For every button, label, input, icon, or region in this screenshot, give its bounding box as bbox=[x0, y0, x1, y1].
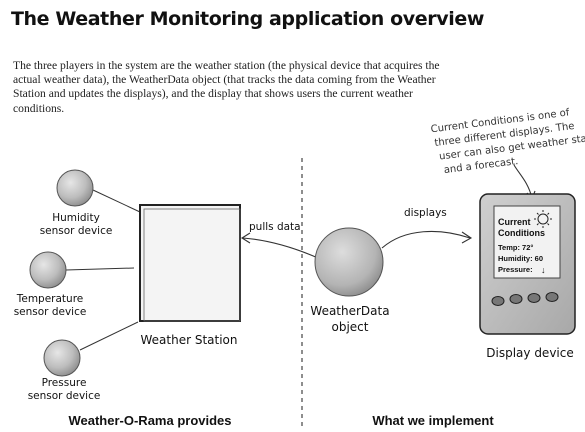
display-screen bbox=[493, 205, 561, 279]
temperature-connector bbox=[65, 267, 135, 271]
footer-right: What we implement bbox=[372, 413, 494, 428]
device-buttons bbox=[491, 292, 559, 306]
intro-paragraph: The three players in the system are the … bbox=[13, 59, 440, 115]
displays-arrow bbox=[381, 230, 471, 249]
weatherdata-label-1: WeatherData bbox=[310, 304, 389, 318]
screen-line-2: Conditions bbox=[498, 228, 545, 238]
page-title: The Weather Monitoring application overv… bbox=[11, 8, 484, 30]
weather-station-box bbox=[139, 204, 241, 322]
weatherdata-label-2: object bbox=[332, 320, 369, 334]
humidity-label-1: Humidity bbox=[52, 212, 100, 224]
annotation-note: Current Conditions is one of three diffe… bbox=[430, 107, 585, 176]
pressure-down-arrow-icon: ↓ bbox=[541, 265, 546, 275]
screen-temp: Temp: 72° bbox=[498, 243, 533, 252]
screen-line-1: Current bbox=[498, 217, 531, 227]
weather-station-shadow bbox=[143, 208, 241, 322]
pressure-label-1: Pressure bbox=[42, 377, 87, 389]
sun-icon bbox=[534, 210, 552, 228]
pressure-sensor-icon bbox=[43, 339, 81, 377]
displays-label: displays bbox=[404, 207, 447, 219]
screen-humidity: Humidity: 60 bbox=[498, 254, 543, 263]
display-device-label: Display device bbox=[486, 346, 573, 360]
device-button-3[interactable] bbox=[527, 293, 541, 303]
footer-left: Weather-O-Rama provides bbox=[68, 413, 231, 428]
pressure-label-2: sensor device bbox=[28, 390, 101, 402]
displays-arrowhead bbox=[461, 231, 473, 244]
pressure-connector bbox=[79, 321, 139, 351]
screen-pressure: Pressure: bbox=[498, 265, 533, 274]
device-button-2[interactable] bbox=[509, 294, 523, 304]
device-button-1[interactable] bbox=[491, 296, 505, 306]
pulls-data-arrow bbox=[242, 237, 319, 259]
humidity-sensor-icon bbox=[56, 169, 94, 207]
temperature-sensor-icon bbox=[29, 251, 67, 289]
pulls-data-label: pulls data bbox=[249, 221, 301, 233]
temperature-label-2: sensor device bbox=[14, 306, 87, 318]
device-button-4[interactable] bbox=[545, 292, 559, 302]
humidity-label-2: sensor device bbox=[40, 225, 113, 237]
weatherdata-object-icon bbox=[314, 227, 384, 297]
annotation-arrow bbox=[513, 164, 533, 199]
pulls-data-arrowhead bbox=[240, 232, 251, 244]
humidity-connector bbox=[92, 189, 141, 213]
temperature-label-1: Temperature bbox=[16, 293, 84, 305]
weather-station-label: Weather Station bbox=[140, 333, 237, 347]
